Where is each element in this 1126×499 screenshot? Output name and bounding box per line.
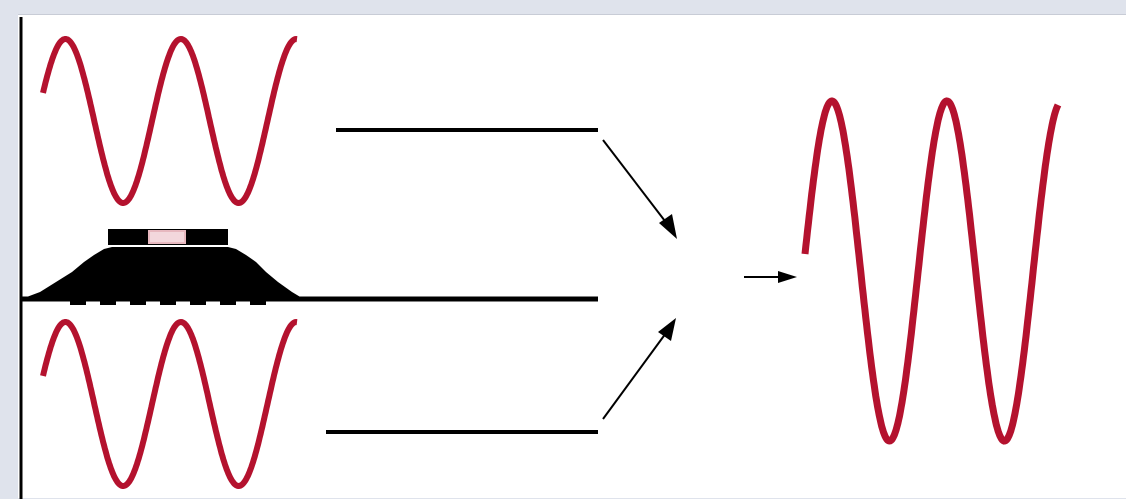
result-arrow-icon [744, 271, 797, 283]
lower-arrow-icon [602, 318, 676, 420]
diagram-panel [18, 14, 1126, 499]
superposition-diagram [19, 17, 1062, 499]
resultant-wave [801, 97, 1062, 445]
upper-arrow-icon [602, 139, 677, 239]
lower-input-wave [40, 318, 298, 490]
speaker-icon [24, 229, 302, 305]
upper-input-wave [40, 35, 298, 207]
